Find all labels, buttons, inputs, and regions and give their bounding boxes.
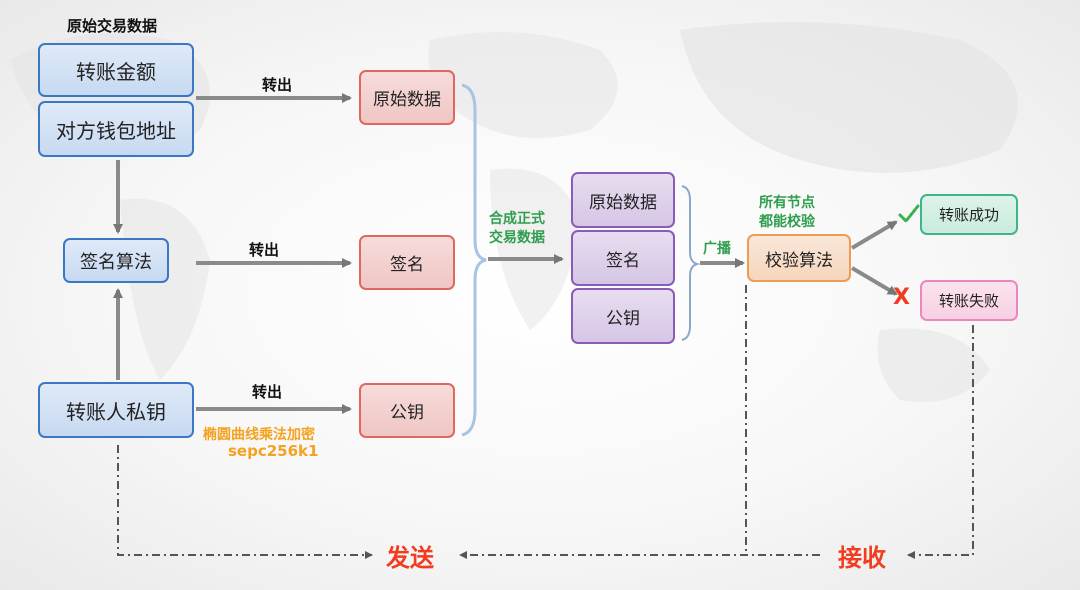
broadcast-label: 广播 xyxy=(703,241,731,257)
signature-algorithm-box: 签名算法 xyxy=(63,238,169,283)
signature-algorithm-label: 签名算法 xyxy=(80,251,152,273)
merge-label-line2: 交易数据 xyxy=(489,230,545,246)
result-return-line xyxy=(907,325,974,559)
signature-output-label: 签名 xyxy=(390,255,424,275)
signature-output-box: 签名 xyxy=(359,235,455,290)
package-public-key-label: 公钥 xyxy=(606,308,640,329)
out-label-1: 转出 xyxy=(262,76,293,94)
recipient-address-label: 对方钱包地址 xyxy=(56,118,176,143)
package-raw-data-label: 原始数据 xyxy=(589,192,657,213)
recipient-address-box: 对方钱包地址 xyxy=(38,101,194,157)
package-public-key-box: 公钥 xyxy=(571,288,675,344)
cross-icon: X xyxy=(893,285,910,310)
transfer-success-label: 转账成功 xyxy=(938,206,999,224)
package-brace xyxy=(681,185,701,341)
out-label-3: 转出 xyxy=(252,383,283,401)
out-label-2: 转出 xyxy=(249,241,280,259)
package-raw-data-box: 原始数据 xyxy=(571,172,675,228)
merge-brace xyxy=(461,83,487,437)
nodes-label-line2: 都能校验 xyxy=(759,214,815,230)
verify-algorithm-label: 校验算法 xyxy=(765,250,833,271)
transfer-success-box: 转账成功 xyxy=(920,194,1018,235)
ecc-label: 椭圆曲线乘法加密 xyxy=(203,427,315,443)
raw-data-output-label: 原始数据 xyxy=(373,90,441,110)
receive-label: 接收 xyxy=(838,544,886,572)
send-label: 发送 xyxy=(386,544,434,572)
public-key-output-label: 公钥 xyxy=(390,403,424,423)
transfer-amount-box: 转账金额 xyxy=(38,43,194,97)
merge-label-line1: 合成正式 xyxy=(489,211,545,227)
public-key-output-box: 公钥 xyxy=(359,383,455,438)
private-key-box: 转账人私钥 xyxy=(38,382,194,438)
transfer-fail-label: 转账失败 xyxy=(938,292,999,310)
arrow-to-fail xyxy=(850,266,898,296)
send-flow-line xyxy=(117,445,373,559)
package-signature-label: 签名 xyxy=(606,250,640,271)
arrow-to-success xyxy=(850,220,898,250)
check-icon xyxy=(898,204,920,223)
transfer-amount-label: 转账金额 xyxy=(76,59,156,84)
transfer-fail-box: 转账失败 xyxy=(920,280,1018,321)
private-key-label: 转账人私钥 xyxy=(66,399,166,424)
ecc-name: sepc256k1 xyxy=(228,442,319,460)
package-signature-box: 签名 xyxy=(571,230,675,286)
verify-algorithm-box: 校验算法 xyxy=(747,234,851,282)
raw-data-output-box: 原始数据 xyxy=(359,70,455,125)
nodes-label-line1: 所有节点 xyxy=(759,195,815,211)
sender-header: 原始交易数据 xyxy=(67,17,158,35)
